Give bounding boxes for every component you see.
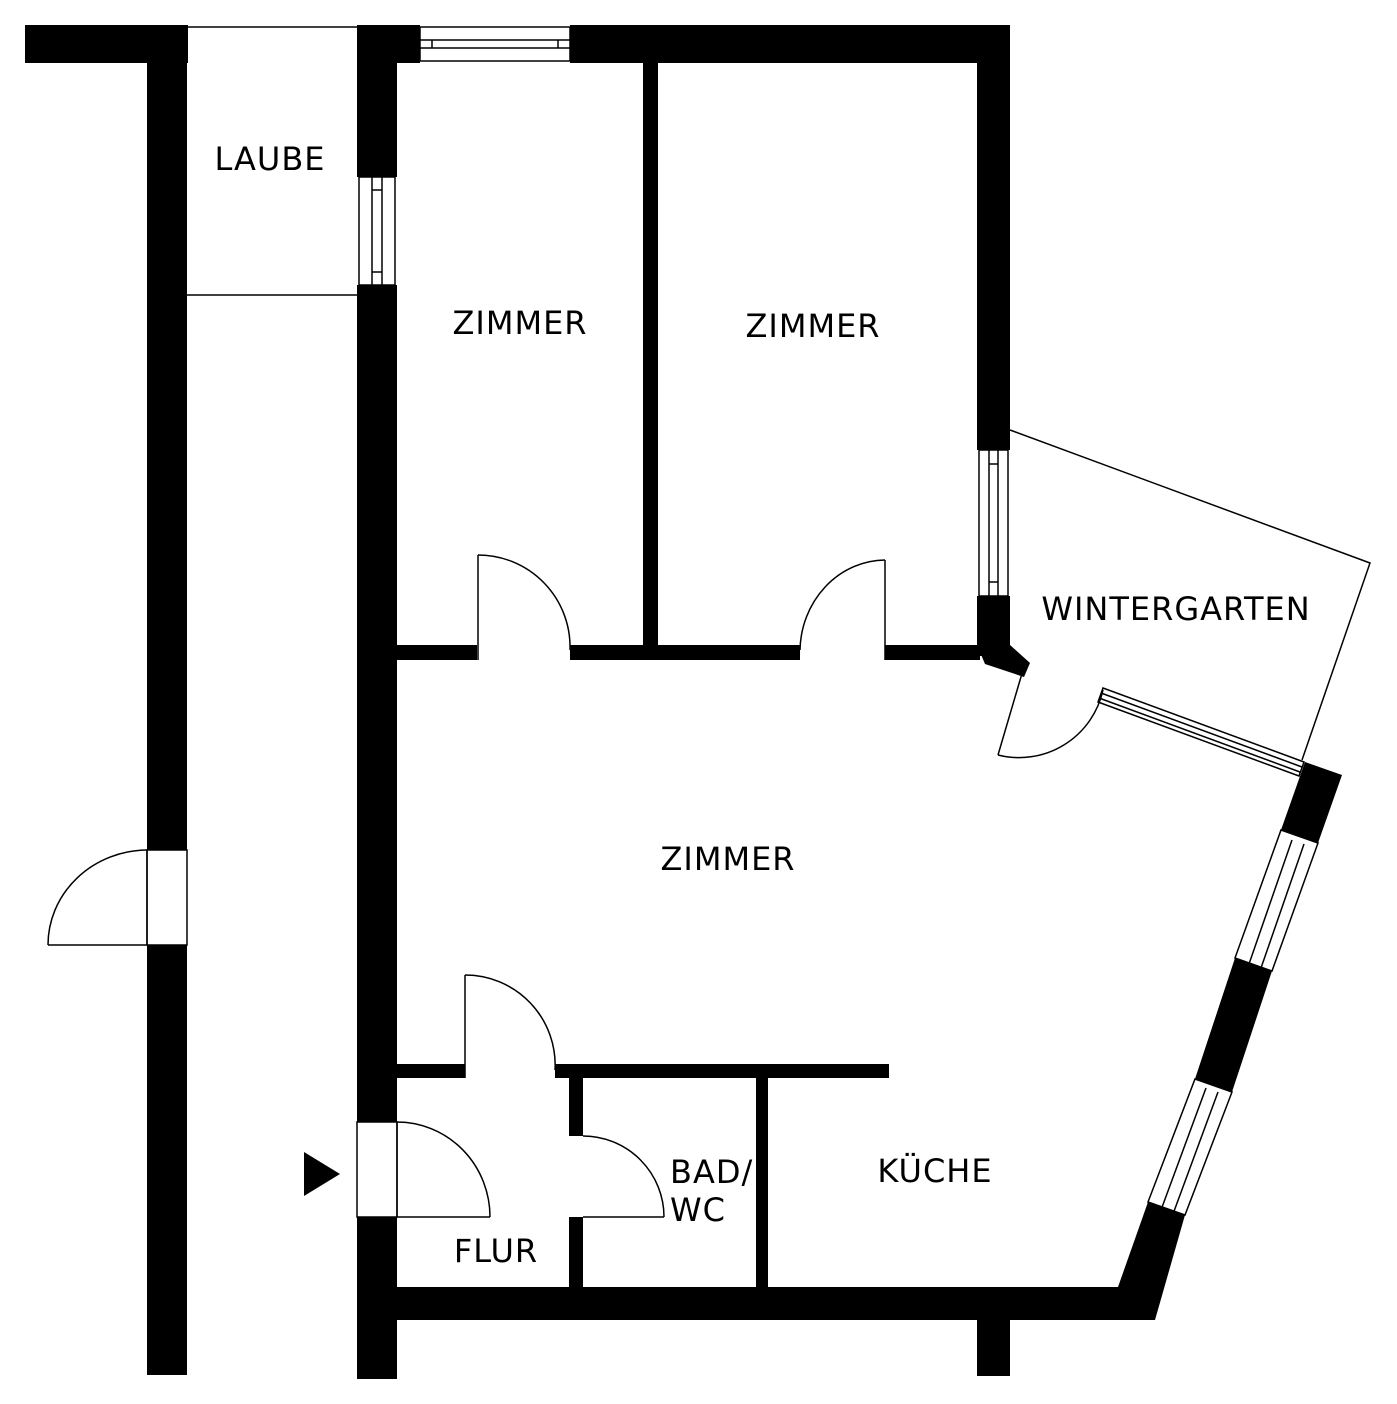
- room-label-bad-line1: BAD/: [670, 1153, 753, 1191]
- wall-north-left: [357, 25, 420, 63]
- room-labels: LAUBE ZIMMER ZIMMER WINTERGARTEN ZIMMER …: [214, 140, 1310, 1270]
- wall-slant-2: [1195, 958, 1272, 1092]
- window-slant-lower: [1147, 1078, 1233, 1216]
- wall-inner-1: [397, 1064, 465, 1078]
- wall-bad-kueche: [756, 1064, 768, 1289]
- room-label-bad-line2: WC: [670, 1191, 726, 1229]
- room-label-zimmer-main: ZIMMER: [660, 840, 795, 878]
- window-north: [419, 26, 571, 62]
- doors: [47, 554, 1104, 1218]
- door-entrance-frame: [356, 1121, 398, 1218]
- door-bad-swing: [582, 1135, 665, 1218]
- wall-left-upper: [147, 25, 187, 850]
- wintergarten-outline: [1009, 429, 1371, 761]
- wall-flur-bad-top: [569, 1064, 583, 1136]
- windows: [358, 26, 1319, 1216]
- room-label-flur: FLUR: [454, 1232, 538, 1270]
- wall-north-right: [570, 25, 1010, 63]
- window-east: [978, 449, 1009, 597]
- outlines: [187, 26, 1371, 761]
- door-zimmer-right-swing: [799, 559, 886, 651]
- room-label-zimmer-right: ZIMMER: [745, 307, 880, 345]
- room-label-laube: LAUBE: [214, 140, 325, 178]
- wall-slant-1: [1281, 762, 1342, 843]
- wall-west-middle: [357, 285, 397, 1122]
- door-entrance-swing: [396, 1121, 491, 1218]
- wall-partition-upper: [643, 63, 658, 659]
- wall-mid-3: [885, 645, 980, 660]
- door-wintergarten-swing: [997, 689, 1104, 759]
- wall-mid-2: [570, 645, 800, 660]
- walls: [25, 25, 1342, 1379]
- room-label-zimmer-left: ZIMMER: [452, 304, 587, 342]
- wall-flur-bad-bottom: [569, 1217, 583, 1289]
- door-corridor-frame: [146, 849, 188, 946]
- window-slant-upper: [1234, 829, 1319, 972]
- door-main-swing: [464, 974, 556, 1071]
- room-label-wintergarten: WINTERGARTEN: [1041, 590, 1310, 628]
- wall-left-lower: [147, 945, 187, 1375]
- window-west: [358, 176, 396, 286]
- room-label-kueche: KÜCHE: [877, 1152, 992, 1190]
- wall-south: [357, 1287, 1122, 1320]
- wall-slant-3: [1118, 1202, 1185, 1320]
- wall-mid-1: [397, 645, 477, 660]
- wall-inner-2: [555, 1064, 889, 1078]
- wall-south-stub: [977, 1318, 1010, 1376]
- door-zimmer-left-swing: [477, 554, 571, 651]
- door-corridor-swing: [47, 849, 148, 946]
- entrance-arrow-icon: [304, 1152, 340, 1196]
- wall-east-upper: [977, 25, 1010, 450]
- wall-corner-wintergarten: [977, 645, 1030, 677]
